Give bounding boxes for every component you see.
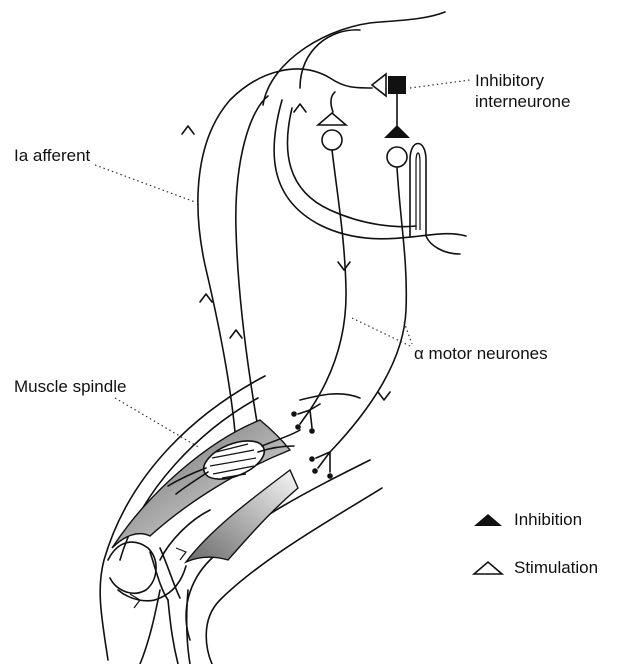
motor-arrow-2 <box>378 392 390 400</box>
ia-afferent-leader-line <box>95 165 195 202</box>
ia-afferent-label: Ia afferent <box>14 145 90 166</box>
alpha-motor-neurones-label: α motor neurones <box>414 343 548 364</box>
thigh-back <box>300 394 360 400</box>
inhibitory-synapse <box>384 125 410 138</box>
muscle-spindle-leader-line <box>115 398 200 448</box>
ia-afferent-fibre-2 <box>236 96 268 428</box>
afferent-arrow-2 <box>200 294 212 302</box>
filled-triangle-icon <box>470 510 506 530</box>
afferent-arrow-1 <box>182 126 194 134</box>
ia-afferent-fibre <box>198 69 372 432</box>
legend-stimulation: Stimulation <box>470 558 598 578</box>
afferent-arrow-3 <box>230 330 242 338</box>
ventral-root-inner <box>416 153 420 230</box>
interneurone-leader-line <box>410 80 470 88</box>
motor-axon-2 <box>330 167 406 452</box>
legend-stimulation-label: Stimulation <box>514 558 598 578</box>
inhibitory-interneurone-label-line-2: interneurone <box>475 91 570 112</box>
motor-axon-1 <box>310 150 346 410</box>
tibia <box>168 600 178 664</box>
inhibitory-interneurone-label: Inhibitory interneurone <box>475 70 570 112</box>
motor-end-plate-2 <box>309 452 333 479</box>
open-triangle-icon <box>470 558 506 578</box>
patella-area <box>108 542 156 593</box>
grey-matter-outline <box>274 100 466 239</box>
stimulation-synapse <box>318 113 346 125</box>
inhibitory-interneurone-soma <box>388 76 406 94</box>
legend-inhibition: Inhibition <box>470 510 582 530</box>
spinal-cord-outline <box>263 12 445 105</box>
ia-branch-to-motor <box>331 92 335 112</box>
patellar-tendon <box>150 548 180 600</box>
muscle-spindle-label: Muscle spindle <box>14 376 126 397</box>
afferent-arrow-4 <box>294 104 306 112</box>
inhibitory-interneurone-label-line-1: Inhibitory <box>475 70 570 91</box>
legend-inhibition-label: Inhibition <box>514 510 582 530</box>
interneurone-synapse-triangle <box>372 74 386 96</box>
alpha-motor-neurone-soma-2 <box>387 147 407 167</box>
motor-end-plate-1 <box>291 404 320 434</box>
ventral-root-loop <box>410 144 460 255</box>
motor-arrow-1 <box>338 262 350 270</box>
alpha-motor-neurone-soma-1 <box>322 130 342 150</box>
motor-neurones-leader-line-1 <box>352 318 410 346</box>
spinal-cord-inner-outline <box>300 30 360 88</box>
